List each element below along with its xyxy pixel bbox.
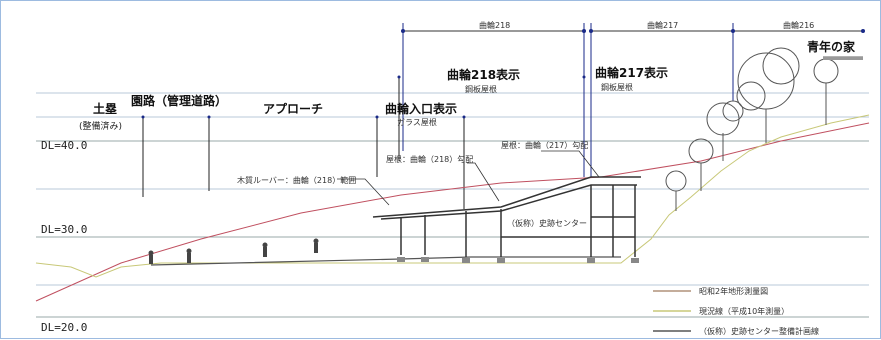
legend: 昭和2年地形測量図 現況線（平成10年測量） （仮称）史跡センター整備計画線 <box>653 286 819 336</box>
label-dorui-sub: (整備済み) <box>79 120 122 132</box>
label-roof217: 屋根：曲輪（217）勾配 <box>501 140 588 150</box>
label-seinen: 青年の家 <box>807 39 856 54</box>
dimension-lines <box>142 23 863 209</box>
tree-icon <box>665 170 687 211</box>
seinen-marker <box>823 57 863 60</box>
label-approach: アプローチ <box>263 101 323 116</box>
level-dl30: DL=30.0 <box>41 223 87 236</box>
people-figures <box>148 238 319 264</box>
level-lines <box>36 92 869 318</box>
label-roof218: 屋根：曲輪（218）勾配 <box>386 154 473 164</box>
level-dl40: DL=40.0 <box>41 139 87 152</box>
label-c217-hyoji: 曲輪217表示 <box>595 65 668 80</box>
tree-icon <box>736 47 800 143</box>
dim-label-c217: 曲輪217 <box>647 20 678 30</box>
legend-label-plan: （仮称）史跡センター整備計画線 <box>699 326 819 336</box>
label-c217-sub: 鋼板屋根 <box>601 82 633 92</box>
person-icon <box>148 250 154 264</box>
tree-icon <box>688 138 714 191</box>
label-dorui: 土塁 <box>93 101 117 116</box>
label-iriguchi-sub: ガラス屋根 <box>397 117 437 127</box>
level-dl20: DL=20.0 <box>41 321 87 334</box>
terrain-plan-line <box>150 256 621 266</box>
person-icon <box>262 242 268 257</box>
dim-label-c216: 曲輪216 <box>783 20 814 30</box>
label-enro: 園路（管理道路） <box>131 93 227 108</box>
terrain-showa-line <box>35 122 870 302</box>
dimension-dots <box>141 29 865 119</box>
legend-label-current: 現況線（平成10年測量） <box>699 306 789 316</box>
terrain-current-line <box>35 114 870 278</box>
tree-icon <box>813 58 839 125</box>
tree-icon <box>706 100 744 161</box>
legend-label-showa: 昭和2年地形測量図 <box>699 286 768 296</box>
label-louver: 木質ルーバー：曲輪（218）範囲 <box>237 175 356 185</box>
label-center: （仮称）史跡センター <box>507 218 587 228</box>
label-iriguchi: 曲輪入口表示 <box>385 101 457 116</box>
label-c218-hyoji: 曲輪218表示 <box>447 67 520 82</box>
dim-label-c218: 曲輪218 <box>479 20 510 30</box>
footings <box>397 257 639 263</box>
center-structure <box>372 176 641 257</box>
trees <box>665 47 839 211</box>
label-c218-sub: 鋼板屋根 <box>465 84 497 94</box>
person-icon <box>313 238 319 253</box>
person-icon <box>186 248 192 263</box>
